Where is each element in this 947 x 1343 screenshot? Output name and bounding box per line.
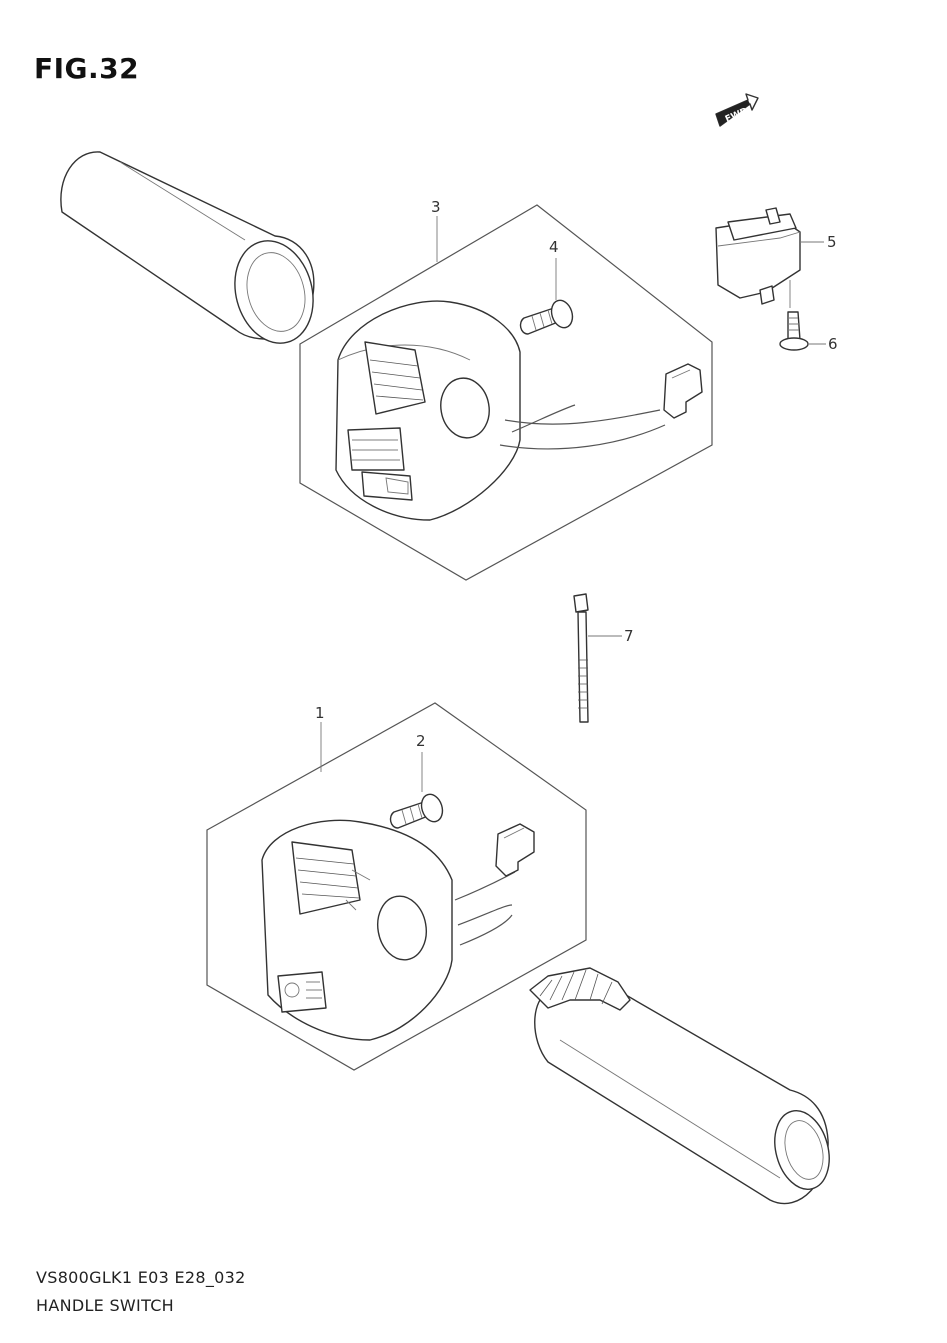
callout-3: 3 [431, 198, 441, 216]
figure-title: FIG.32 [34, 52, 140, 85]
screw-6 [779, 311, 809, 351]
diagram-name: HANDLE SWITCH [36, 1296, 175, 1315]
callout-2: 2 [416, 732, 426, 750]
diagram-code: VS800GLK1 E03 E28_032 [36, 1268, 246, 1287]
callout-5: 5 [827, 233, 837, 251]
assembly-3-outline [299, 204, 713, 581]
connector-lower [495, 823, 535, 877]
assembly-1-outline [206, 702, 587, 1071]
part-5-switch [715, 207, 801, 305]
callout-4: 4 [549, 238, 559, 256]
fwd-arrow-icon: FWD [715, 93, 759, 127]
throttle-grip [529, 967, 830, 1205]
left-handle-switch-housing [261, 819, 516, 1041]
connector-upper [663, 363, 703, 419]
screw-4 [519, 299, 574, 335]
left-grip [60, 151, 315, 344]
screw-2 [389, 793, 444, 829]
cable-tie-7 [573, 593, 589, 723]
callout-1: 1 [315, 704, 325, 722]
right-handle-switch-housing [335, 300, 666, 521]
callout-6: 6 [828, 335, 838, 353]
callout-7: 7 [624, 627, 634, 645]
